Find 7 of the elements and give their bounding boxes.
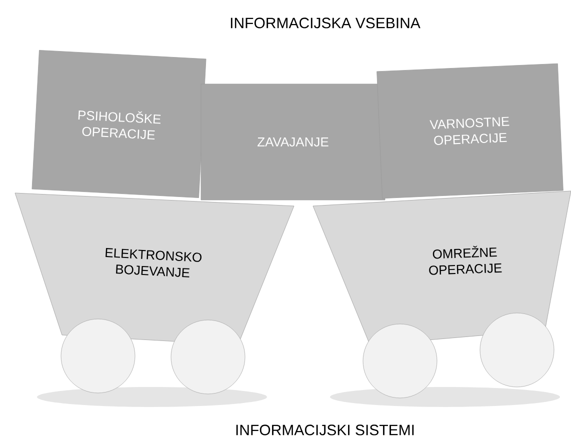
layer-label: INFORMACIJSKA VSEBINA <box>230 18 420 28</box>
operation-box: PSIHOLOŠKE OPERACIJE <box>32 50 206 198</box>
operation-box: VARNOSTNE OPERACIJE <box>376 63 564 199</box>
cart-body: OMREŽNE OPERACIJE <box>312 190 571 346</box>
layer-label: INFORMACIJSKI SISTEMI <box>236 424 414 436</box>
cart-body: ELEKTRONSKO BOJEVANJE <box>14 192 294 346</box>
operation-box: ZAVAJANJE <box>200 84 386 200</box>
